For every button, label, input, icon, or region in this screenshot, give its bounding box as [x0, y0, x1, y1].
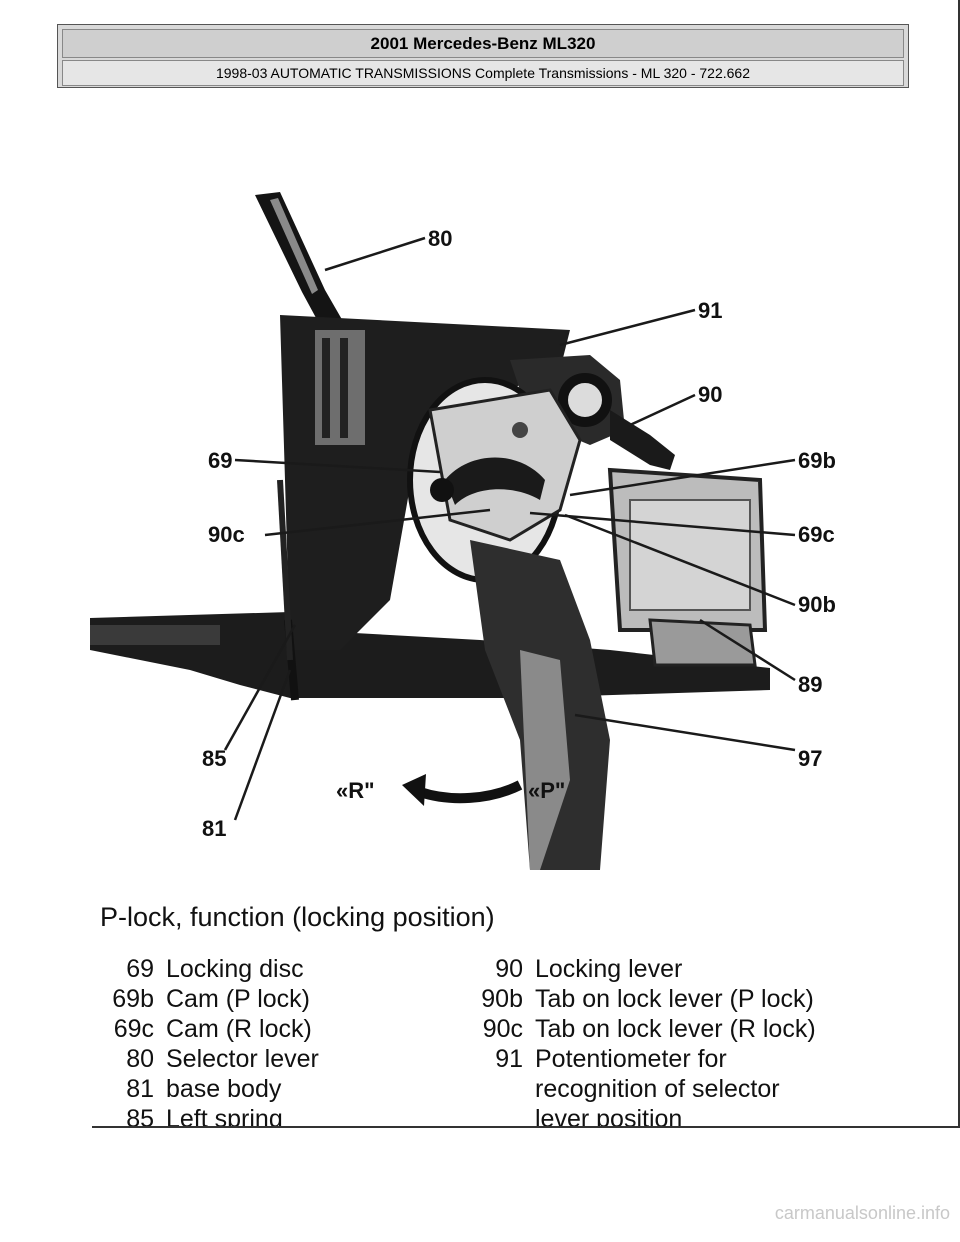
document-subtitle: 1998-03 AUTOMATIC TRANSMISSIONS Complete…: [62, 60, 904, 86]
callout-69c: 69c: [798, 522, 835, 547]
legend-item: recognition of selector: [535, 1075, 780, 1103]
document-header: 2001 Mercedes-Benz ML320 1998-03 AUTOMAT…: [57, 24, 909, 88]
callout-97: 97: [798, 746, 823, 771]
watermark: carmanualsonline.info: [774, 1203, 950, 1223]
callout-81: 81: [202, 816, 227, 841]
figure-right-border: [958, 0, 960, 1128]
document-title: 2001 Mercedes-Benz ML320: [62, 29, 904, 58]
callout-85: 85: [202, 746, 227, 771]
callout-89: 89: [798, 672, 823, 697]
callout-80: 80: [428, 226, 453, 251]
position-label-p: «P": [528, 778, 566, 803]
position-label-r: «R": [336, 778, 375, 803]
callout-69b: 69b: [798, 448, 836, 473]
legend-title: P-lock, function (locking position): [100, 902, 495, 932]
p-lock-drawing: [90, 192, 796, 870]
callout-90b: 90b: [798, 592, 836, 617]
callout-69: 69: [208, 448, 233, 473]
page-bottom-margin: [0, 1127, 960, 1242]
callout-90: 90: [698, 382, 723, 407]
callout-90c: 90c: [208, 522, 245, 547]
figure-bottom-border: [92, 1126, 960, 1128]
callout-91: 91: [698, 298, 723, 323]
p-lock-illustration: 80 91 90 69 69b 90c 69c 90b 89 85 97 81 …: [90, 180, 860, 870]
